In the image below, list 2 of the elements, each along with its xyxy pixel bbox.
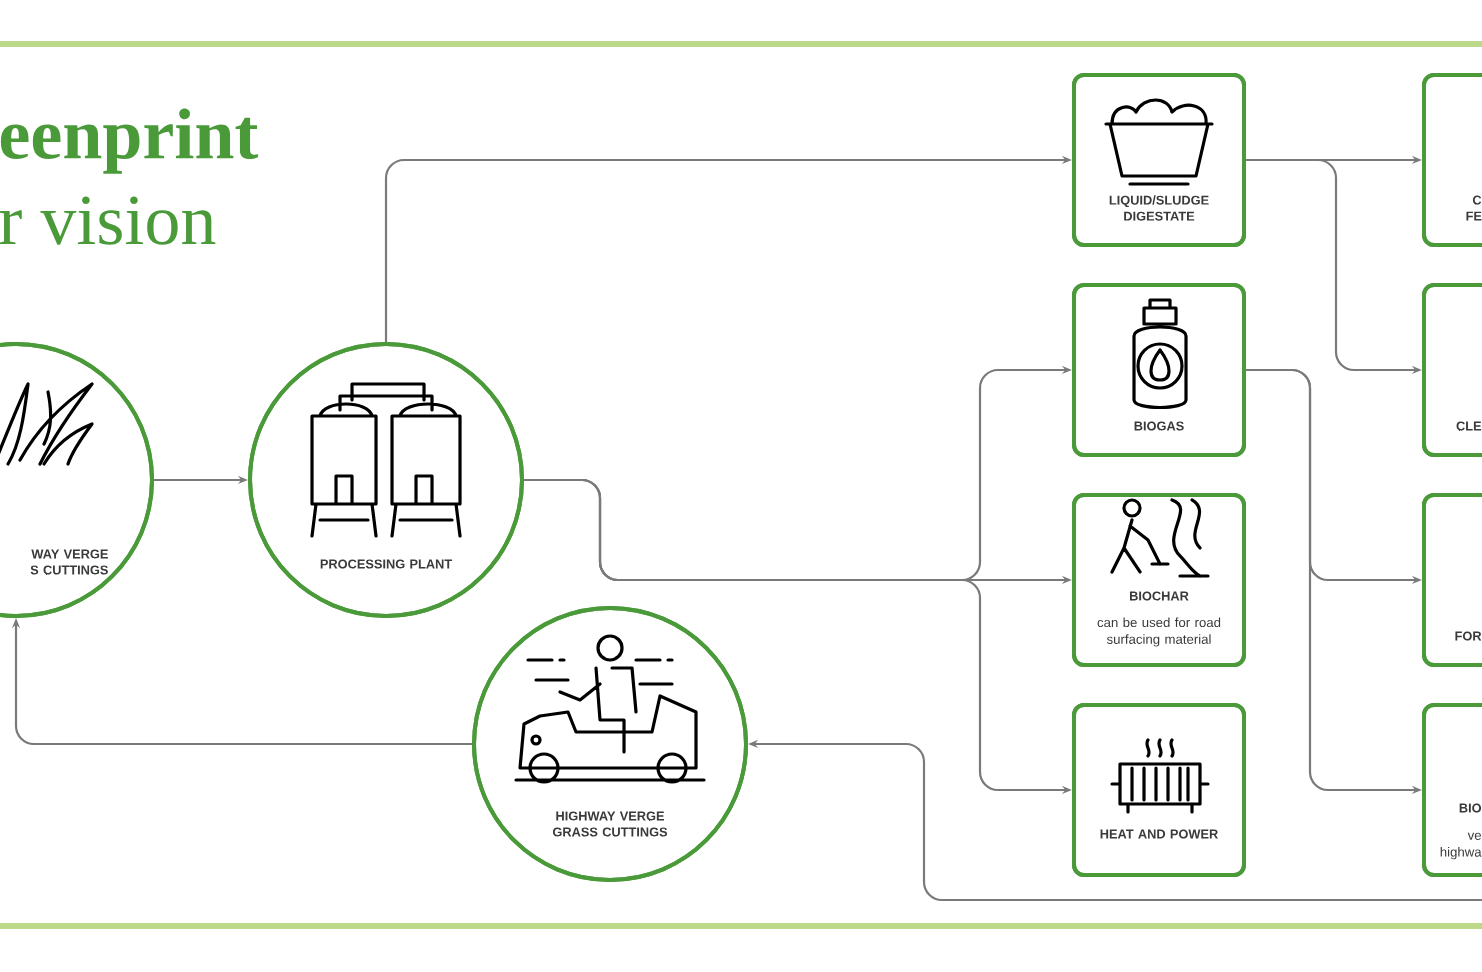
title: eenprint bbox=[0, 108, 259, 174]
subtitle: r vision bbox=[0, 196, 216, 245]
